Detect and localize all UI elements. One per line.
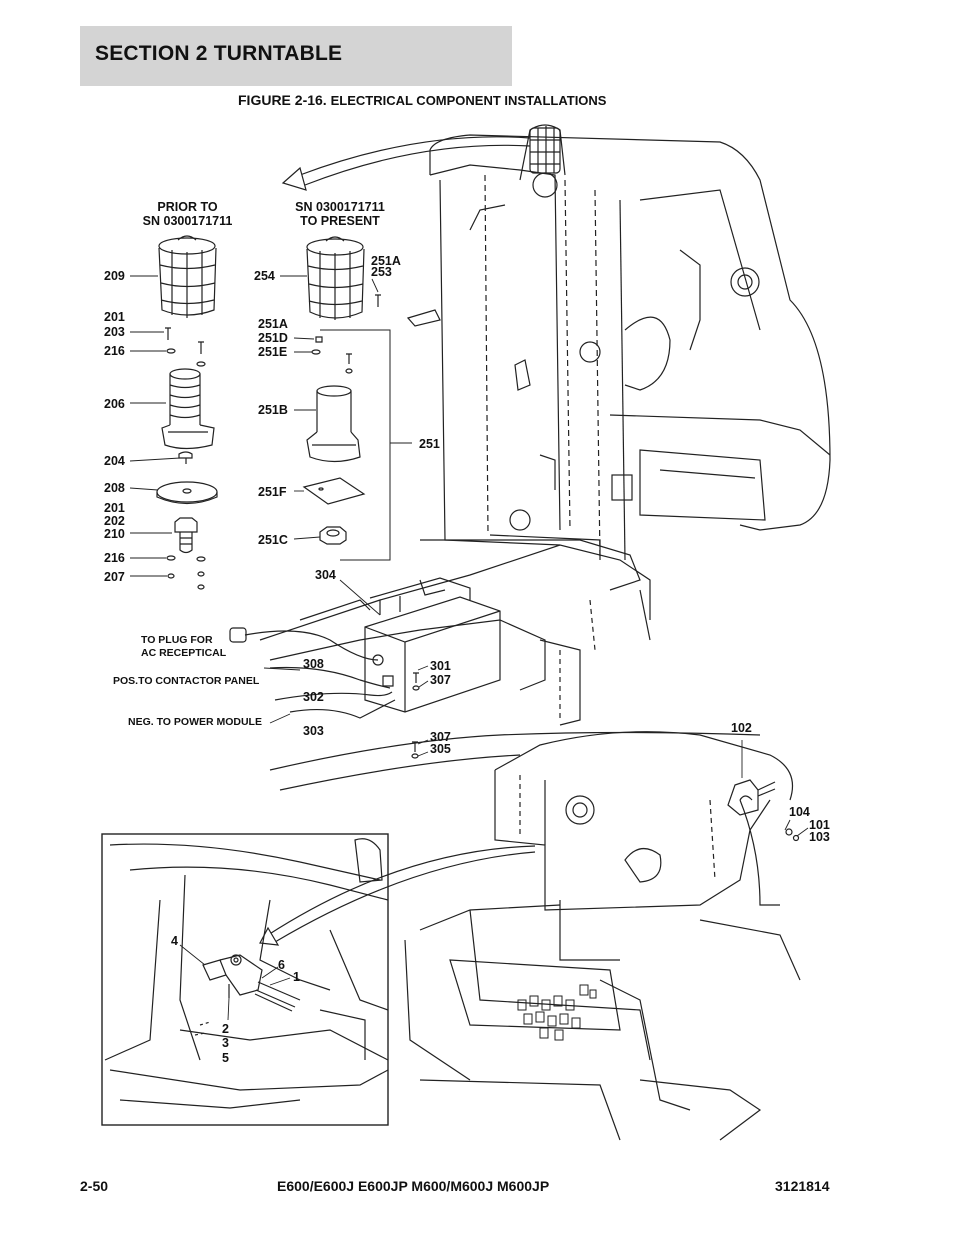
- arrow-inset: [259, 845, 536, 946]
- callout-201: 201: [104, 310, 125, 324]
- prior-heading-line2: SN 0300171711: [142, 214, 233, 228]
- document-number: 3121814: [775, 1178, 830, 1194]
- wire-note-pos: POS.TO CONTACTOR PANEL: [113, 675, 260, 687]
- callout-251C: 251C: [258, 533, 288, 547]
- prior-hardware: [165, 327, 206, 367]
- callout-305: 305: [430, 742, 451, 756]
- figure-number: FIGURE 2-16.: [238, 92, 327, 108]
- callout-307: 307: [430, 673, 451, 687]
- callout-210: 210: [104, 527, 125, 541]
- callout-207: 207: [104, 570, 125, 584]
- prior-beacon-206: [161, 368, 215, 450]
- inset-callout-4: 4: [171, 934, 178, 948]
- callout-303: 303: [303, 724, 324, 738]
- callout-251A: 251A: [258, 317, 288, 331]
- prior-screw-204: [178, 451, 193, 464]
- callout-251: 251: [419, 437, 440, 451]
- present-hardware: [311, 336, 353, 374]
- callout-102: 102: [731, 721, 752, 735]
- turntable-upright: [406, 124, 831, 591]
- figure-title: FIGURE 2-16. ELECTRICAL COMPONENT INSTAL…: [238, 92, 606, 108]
- present-beacon-251B: [306, 385, 361, 463]
- callout-251D: 251D: [258, 331, 288, 345]
- charger-304: [364, 577, 501, 713]
- callout-104: 104: [789, 805, 810, 819]
- arrow-top: [281, 136, 531, 191]
- wiring: [229, 627, 396, 719]
- callout-253: 253: [371, 265, 392, 279]
- callout-302: 302: [303, 690, 324, 704]
- section-title: SECTION 2 TURNTABLE: [95, 42, 343, 65]
- callout-251A: 251A: [371, 254, 401, 268]
- present-guard-254: [306, 236, 381, 320]
- present-heading: SN 0300171711 TO PRESENT: [285, 200, 395, 228]
- model-list: E600/E600J E600JP M600/M600J M600JP: [277, 1178, 550, 1194]
- page-number: 2-50: [80, 1178, 109, 1194]
- prior-heading-line1: PRIOR TO: [157, 200, 218, 214]
- section-banner: SECTION 2 TURNTABLE: [80, 26, 512, 86]
- top-beacon: [529, 126, 561, 174]
- callout-201: 201: [104, 501, 125, 515]
- callout-307: 307: [430, 730, 451, 744]
- callout-308: 308: [303, 657, 324, 671]
- leader-lines: [129, 275, 809, 1021]
- callout-301: 301: [430, 659, 451, 673]
- inset-callout-6: 6: [278, 958, 285, 972]
- prior-base-208: [156, 481, 218, 505]
- callout-206: 206: [104, 397, 125, 411]
- base-assembly: [404, 731, 801, 1141]
- inset-callout-2: 2: [222, 1022, 229, 1036]
- callout-208: 208: [104, 481, 125, 495]
- present-heading-line2: TO PRESENT: [300, 214, 380, 228]
- wire-note-plug-line1: TO PLUG FOR: [141, 634, 213, 646]
- callout-254: 254: [254, 269, 275, 283]
- callout-203: 203: [104, 325, 125, 339]
- callout-209: 209: [104, 269, 125, 283]
- callout-304: 304: [315, 568, 336, 582]
- callout-216: 216: [104, 344, 125, 358]
- bracket-251: [320, 329, 412, 561]
- callout-251F: 251F: [258, 485, 287, 499]
- inset-detail: [101, 833, 389, 1126]
- present-nut-251C: [319, 526, 347, 545]
- contactor-cluster: [517, 984, 597, 1041]
- callout-216: 216: [104, 551, 125, 565]
- callout-101: 101: [809, 818, 830, 832]
- inset-callout-3: 3: [222, 1036, 229, 1050]
- fasteners-301-307: [411, 672, 420, 759]
- wire-note-plug-line2: AC RECEPTICAL: [141, 647, 227, 659]
- prior-heading: PRIOR TO SN 0300171711: [135, 200, 240, 228]
- present-gasket-251F: [302, 477, 366, 505]
- inset-switch: [202, 954, 301, 1012]
- wire-note-neg: NEG. TO POWER MODULE: [128, 716, 262, 728]
- present-heading-line1: SN 0300171711: [295, 200, 385, 214]
- wire-note-plug: TO PLUG FOR AC RECEPTICAL: [141, 634, 226, 660]
- callout-251E: 251E: [258, 345, 288, 359]
- prior-guard-209: [158, 235, 217, 318]
- callout-202: 202: [104, 514, 125, 528]
- inset-callout-1: 1: [293, 970, 300, 984]
- callout-103: 103: [809, 830, 830, 844]
- switch-102: [727, 779, 800, 842]
- figure-caption: ELECTRICAL COMPONENT INSTALLATIONS: [330, 93, 607, 108]
- callout-251B: 251B: [258, 403, 288, 417]
- callout-204: 204: [104, 454, 125, 468]
- prior-mount-210: [166, 517, 206, 590]
- inset-callout-5: 5: [222, 1051, 229, 1065]
